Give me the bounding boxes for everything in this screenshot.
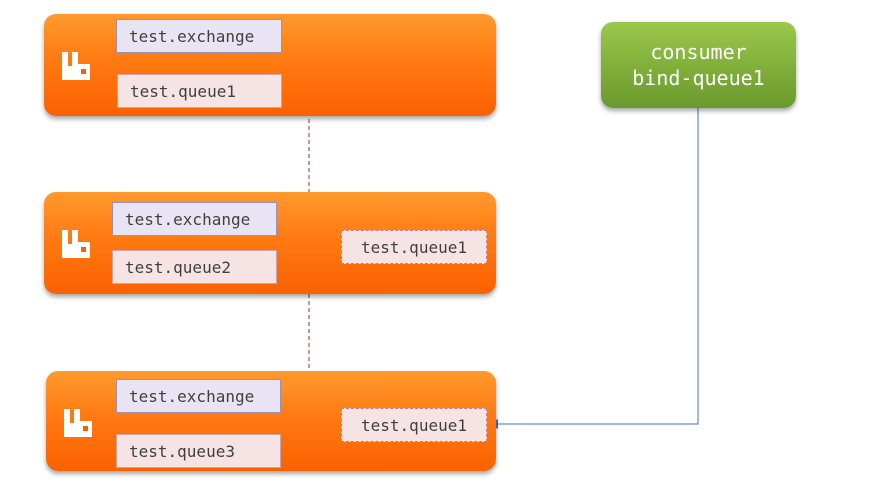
exchange-box: test.exchange [116,19,282,53]
consumer-subscription-link [488,108,699,429]
consumer-box: consumer bind-queue1 [601,22,796,108]
rabbitmq-node-1: test.exchange test.queue1 [44,14,496,116]
rabbitmq-node-2: test.exchange test.queue2 test.queue1 [44,192,496,294]
rabbitmq-logo-icon [64,409,92,437]
rabbitmq-logo-icon [62,52,90,80]
exchange-box: test.exchange [112,202,277,236]
consumer-label: consumer [650,40,747,64]
queue-box: test.queue1 [117,74,282,108]
rabbitmq-logo-icon [62,230,90,258]
mirror-queue-box: test.queue1 [341,230,487,264]
exchange-box: test.exchange [116,379,281,413]
queue-box: test.queue2 [112,250,277,284]
queue-box: test.queue3 [116,434,281,468]
consumer-binding-label: bind-queue1 [632,66,765,90]
rabbitmq-node-3: test.exchange test.queue3 test.queue1 [46,371,496,471]
mirror-queue-box: test.queue1 [341,408,487,442]
